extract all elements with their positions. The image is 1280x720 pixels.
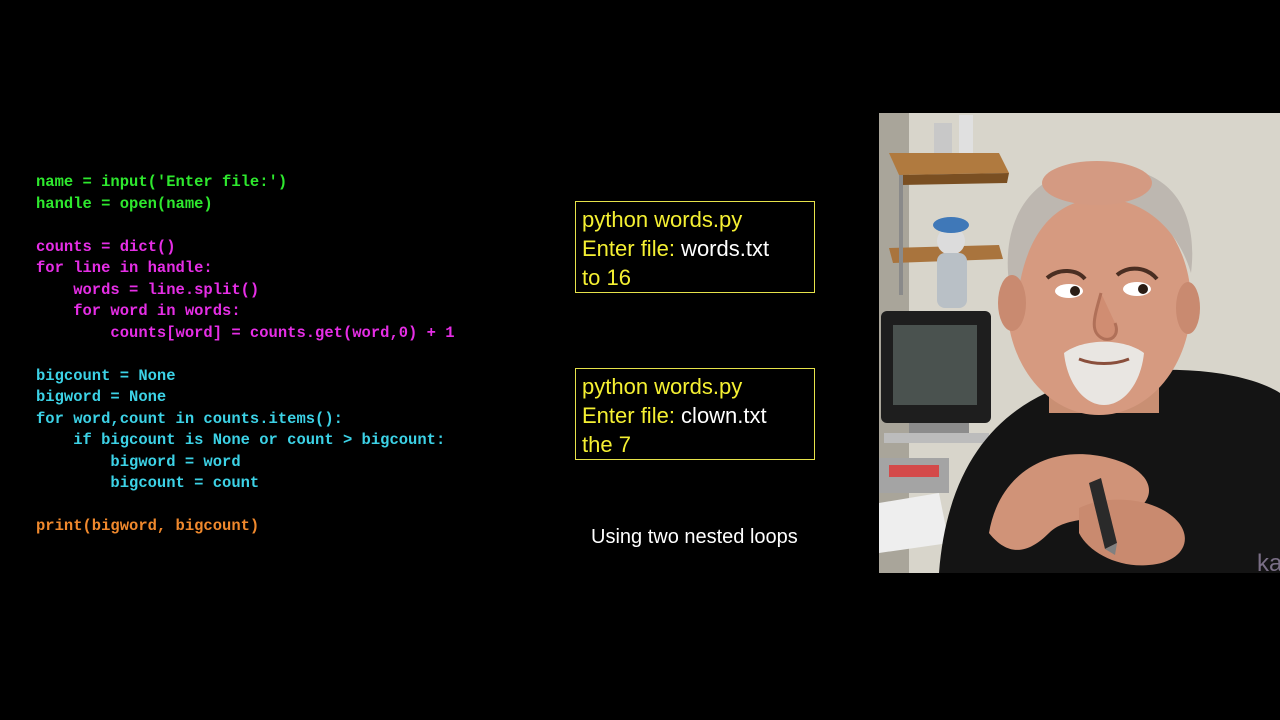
code-line: bigword = None [36, 388, 167, 406]
code-line: counts = dict() [36, 237, 176, 256]
terminal-prompt: Enter file: [582, 403, 675, 428]
terminal-prompt-line: Enter file: words.txt [582, 234, 814, 263]
code-line: bigword = word [36, 452, 241, 471]
terminal-command: python words.py [582, 207, 743, 232]
terminal-output-box-1: python words.py Enter file: words.txt to… [575, 201, 815, 293]
code-line [36, 495, 455, 517]
terminal-result: to 16 [582, 265, 631, 290]
presenter-webcam: kai [879, 113, 1280, 573]
slide-caption: Using two nested loops [591, 526, 798, 548]
terminal-prompt-line: Enter file: clown.txt [582, 401, 814, 430]
terminal-prompt: Enter file: [582, 236, 675, 261]
code-line [36, 344, 455, 366]
code-line: print(bigword, bigcount) [36, 517, 260, 535]
code-line: for word in words: [36, 302, 241, 320]
presenter-video-icon: kai [879, 113, 1280, 573]
terminal-input: clown.txt [674, 403, 767, 428]
code-line: for word,count in counts.items(): [36, 409, 343, 428]
code-line: if bigcount is None or count > bigcount: [36, 431, 446, 449]
terminal-result: the 7 [582, 432, 631, 457]
code-line: for line in handle: [36, 259, 213, 277]
svg-text:kai: kai [1257, 550, 1280, 573]
code-line: bigcount = count [36, 474, 260, 492]
code-line: counts[word] = counts.get(word,0) + 1 [36, 323, 455, 342]
code-listing: name = input('Enter file:') handle = open… [36, 172, 455, 538]
terminal-input: words.txt [674, 236, 770, 261]
code-line: handle = open(name) [36, 194, 213, 213]
code-line: name = input('Enter file:') [36, 173, 288, 191]
code-line: words = line.split() [36, 280, 260, 299]
terminal-output-box-2: python words.py Enter file: clown.txt th… [575, 368, 815, 460]
code-line: bigcount = None [36, 366, 176, 385]
code-line [36, 215, 455, 237]
terminal-command: python words.py [582, 374, 743, 399]
